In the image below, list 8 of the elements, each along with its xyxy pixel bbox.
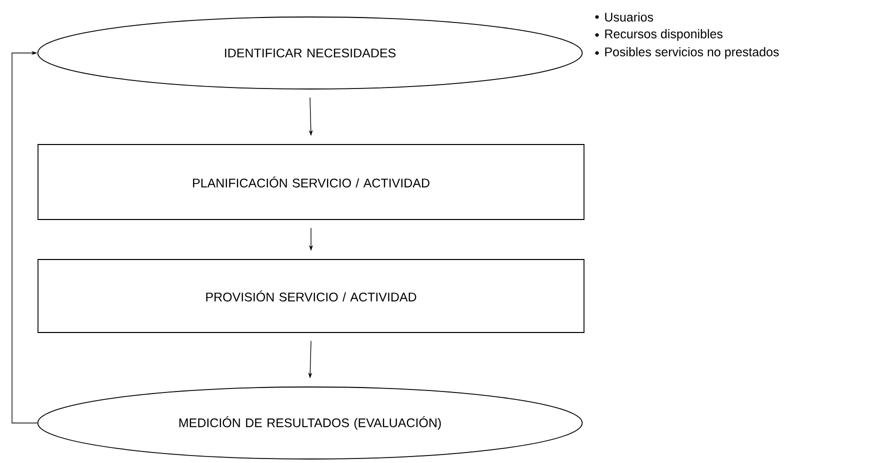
bullet-item: Recursos disponibles — [595, 29, 723, 41]
process-box: PROVISIÓN SERVICIO / ACTIVIDAD — [38, 259, 584, 333]
process-box: PLANIFICACIÓN SERVICIO / ACTIVIDAD — [38, 144, 584, 220]
bullet-item: Usuarios — [595, 12, 654, 22]
bullet-item: Posibles servicios no prestados — [595, 47, 779, 59]
ellipse-node: IDENTIFICAR NECESIDADES — [37, 16, 583, 90]
ellipse-node: MEDICIÓN DE RESULTADOS (EVALUACIÓN) — [37, 386, 583, 460]
arrow — [12, 50, 38, 424]
